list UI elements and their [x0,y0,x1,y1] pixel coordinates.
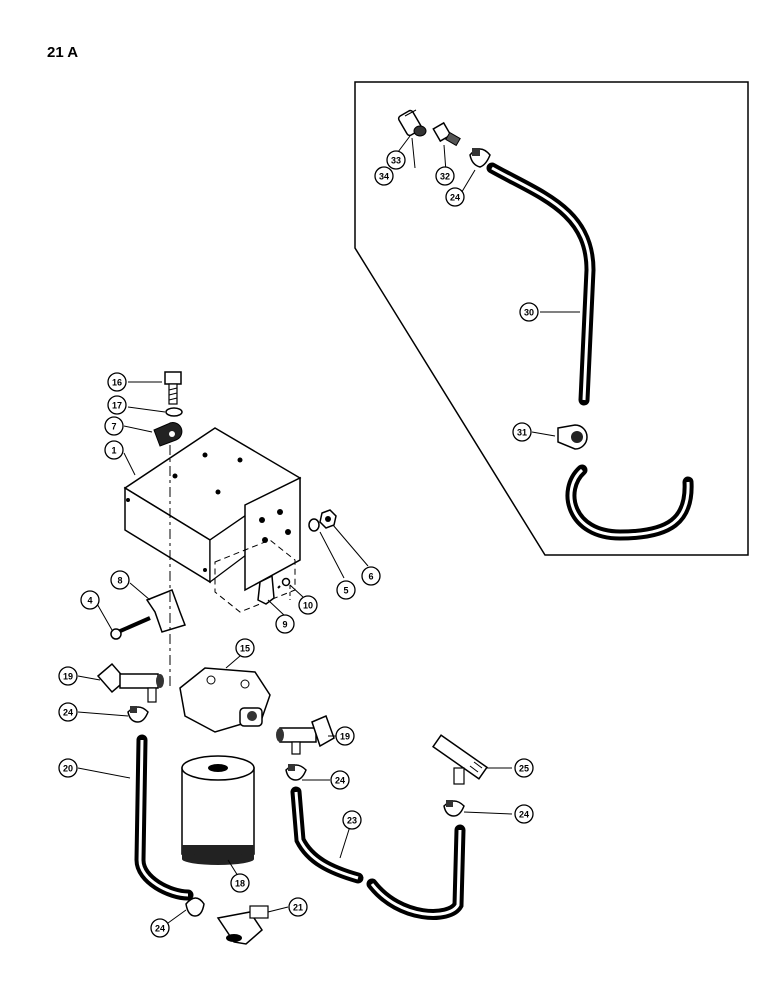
callout-33: 33 [386,150,406,170]
callout-21: 21 [288,897,308,917]
svg-text:10: 10 [303,601,313,611]
hose-20 [134,734,194,901]
bolt-4 [110,616,151,640]
svg-text:24: 24 [335,776,345,786]
svg-text:30: 30 [524,308,534,318]
callout-24-a: 24 [58,702,78,722]
svg-text:25: 25 [519,764,529,774]
shutoff-valve-19-left [96,662,164,703]
svg-text:31: 31 [517,428,527,438]
callout-15: 15 [235,638,255,658]
callout-1: 1 [104,440,124,460]
callout-4: 4 [80,590,100,610]
callout-24-d: 24 [150,918,170,938]
svg-text:23: 23 [347,816,357,826]
svg-text:1: 1 [111,446,116,456]
callout-25: 25 [514,758,534,778]
hose-clamp-24-b [285,764,307,781]
svg-text:20: 20 [63,764,73,774]
svg-text:16: 16 [112,378,122,388]
bracket-1 [123,427,302,592]
callout-24-c: 24 [514,804,534,824]
callout-19-left: 19 [58,666,78,686]
callout-10: 10 [298,595,318,615]
svg-text:19: 19 [340,732,350,742]
svg-text:9: 9 [282,620,287,630]
lock-washer-5 [308,518,320,532]
page-title: 21 A [47,44,79,61]
fitting-32 [432,121,461,147]
filter-18 [181,755,255,865]
inset-panel [354,81,749,556]
svg-text:34: 34 [379,172,389,182]
callout-9: 9 [275,614,295,634]
hose-clamp-24-c [443,800,465,817]
callout-18: 18 [230,873,250,893]
svg-text:15: 15 [240,644,250,654]
svg-text:5: 5 [343,586,348,596]
callout-20: 20 [58,758,78,778]
callout-32: 32 [435,166,455,186]
screw-10 [277,577,291,589]
svg-text:17: 17 [112,401,122,411]
adapter-33 [397,109,427,137]
svg-text:18: 18 [235,879,245,889]
callout-24-inset: 24 [445,187,465,207]
callout-7: 7 [104,416,124,436]
callout-16: 16 [107,372,127,392]
clamp-7 [153,422,183,447]
hose-30-lower [565,464,694,541]
callout-6: 6 [361,566,381,586]
callout-30: 30 [519,302,539,322]
svg-text:32: 32 [440,172,450,182]
callout-24-b: 24 [330,770,350,790]
svg-text:6: 6 [368,572,373,582]
bracket-8 [145,589,186,633]
callout-23: 23 [342,810,362,830]
callout-8: 8 [110,570,130,590]
svg-text:7: 7 [111,422,116,432]
hose-clamp-24-inset [469,148,491,168]
svg-text:33: 33 [391,156,401,166]
svg-text:24: 24 [155,924,165,934]
callout-17: 17 [107,395,127,415]
callout-31: 31 [512,422,532,442]
leader-lines [77,135,580,924]
hose-clamp-24-a [127,706,149,723]
svg-text:19: 19 [63,672,73,682]
svg-text:8: 8 [117,576,122,586]
tee-fitting-25 [432,734,488,785]
clip-31 [557,424,588,450]
svg-text:24: 24 [519,810,529,820]
svg-text:21: 21 [293,903,303,913]
svg-text:24: 24 [63,708,73,718]
hose-23 [290,786,466,920]
elbow-fitting-21 [216,905,269,945]
svg-text:4: 4 [87,596,92,606]
callout-19-right: 19 [335,726,355,746]
hose-30 [486,162,596,406]
lock-washer-17 [165,407,183,417]
nut-6 [319,509,337,529]
svg-text:24: 24 [450,193,460,203]
callout-5: 5 [336,580,356,600]
bolt-16 [164,371,182,405]
filter-head-15 [179,667,271,733]
shutoff-valve-19-right [276,714,335,755]
clip-9 [257,574,275,605]
callout-34: 34 [374,166,394,186]
hose-clamp-24-d [185,897,205,917]
